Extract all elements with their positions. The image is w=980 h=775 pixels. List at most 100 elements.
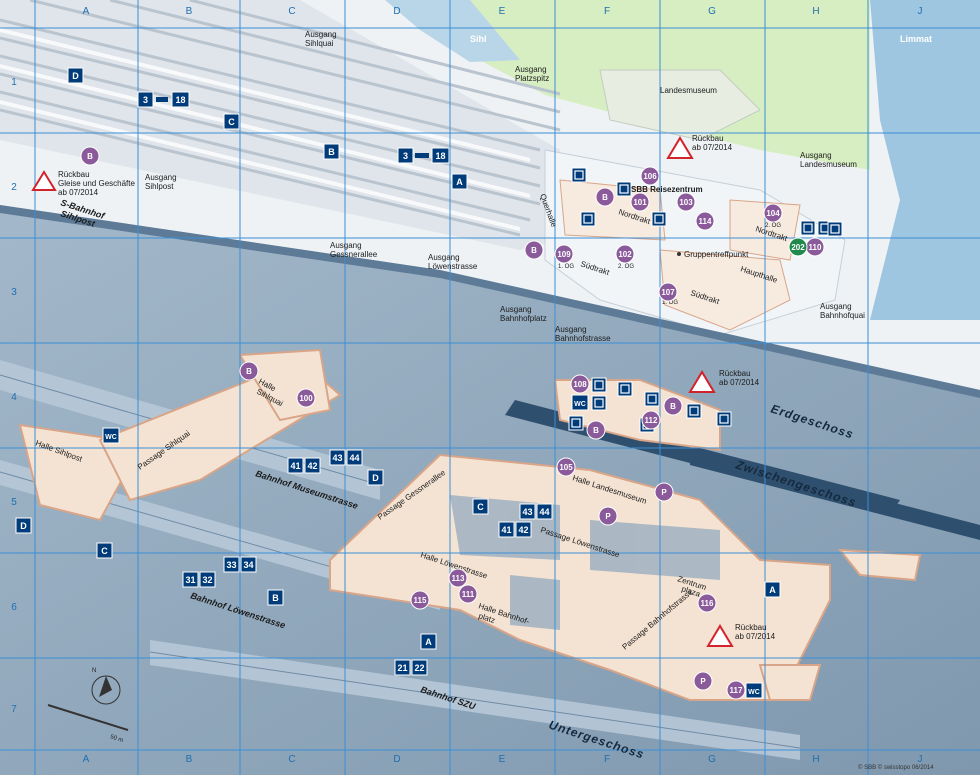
track-43-badge[interactable]: 43 bbox=[519, 503, 536, 520]
track-44-badge[interactable]: 44 bbox=[536, 503, 553, 520]
track-43-badge[interactable]: 43 bbox=[329, 449, 346, 466]
track-range-dash bbox=[156, 97, 168, 102]
poi-202[interactable]: 202 bbox=[788, 237, 808, 257]
svg-text:P: P bbox=[605, 512, 611, 521]
svg-text:113: 113 bbox=[452, 574, 465, 583]
poi-111[interactable]: 111 bbox=[458, 584, 478, 604]
poi-106[interactable]: 106 bbox=[640, 166, 660, 186]
svg-text:112: 112 bbox=[645, 416, 658, 425]
svg-text:Ausgang: Ausgang bbox=[555, 325, 587, 334]
track-33-badge[interactable]: 33 bbox=[223, 556, 240, 573]
poi-100[interactable]: 100 bbox=[296, 388, 316, 408]
poi-101[interactable]: 101 bbox=[630, 192, 650, 212]
sector-d-badge[interactable]: D bbox=[15, 517, 32, 534]
poi-113[interactable]: 113 bbox=[448, 568, 468, 588]
svg-text:42: 42 bbox=[518, 525, 528, 535]
shop-b-marker[interactable]: B bbox=[663, 396, 683, 416]
sector-a-badge[interactable]: A bbox=[764, 581, 781, 598]
wc-badge[interactable]: WC bbox=[745, 682, 763, 699]
wc-badge[interactable]: WC bbox=[102, 427, 120, 444]
poi-107[interactable]: 107 bbox=[658, 282, 678, 302]
level-separator-top bbox=[0, 205, 980, 398]
svg-text:Ausgang: Ausgang bbox=[145, 173, 177, 182]
sector-c-badge[interactable]: C bbox=[96, 542, 113, 559]
shop-b-marker[interactable]: B bbox=[239, 361, 259, 381]
svg-text:P: P bbox=[661, 488, 667, 497]
poi-115[interactable]: 115 bbox=[410, 590, 430, 610]
track-18-badge[interactable]: 18 bbox=[171, 91, 190, 108]
ticket-icon[interactable] bbox=[617, 381, 633, 397]
track-42-badge[interactable]: 42 bbox=[515, 521, 532, 538]
sector-a-badge[interactable]: A bbox=[451, 173, 468, 190]
luggage-icon[interactable] bbox=[716, 411, 732, 427]
poi-110[interactable]: 110 bbox=[805, 237, 825, 257]
track-21-badge[interactable]: 21 bbox=[394, 659, 411, 676]
svg-text:A: A bbox=[425, 637, 432, 647]
ticket-machine-icon[interactable] bbox=[616, 181, 632, 197]
svg-text:Ausgang: Ausgang bbox=[820, 302, 852, 311]
poi-114[interactable]: 114 bbox=[695, 211, 715, 231]
poi-109[interactable]: 109 bbox=[554, 244, 574, 264]
track-32-badge[interactable]: 32 bbox=[199, 571, 216, 588]
rail-service-icon[interactable] bbox=[591, 395, 607, 411]
poi-102[interactable]: 102 bbox=[615, 244, 635, 264]
svg-text:C: C bbox=[477, 502, 484, 512]
sector-d-badge[interactable]: D bbox=[67, 67, 84, 84]
svg-text:Löwenstrasse: Löwenstrasse bbox=[428, 262, 478, 271]
sector-b-badge[interactable]: B bbox=[267, 589, 284, 606]
poi-116[interactable]: 116 bbox=[697, 593, 717, 613]
poi-104[interactable]: 104 bbox=[763, 203, 783, 223]
svg-text:109: 109 bbox=[557, 250, 571, 259]
track-41-badge[interactable]: 41 bbox=[498, 521, 515, 538]
parking-p-marker[interactable]: P bbox=[598, 506, 618, 526]
lost-property-icon[interactable] bbox=[580, 211, 596, 227]
grid-column-label: A bbox=[83, 6, 90, 17]
suitcase-icon[interactable] bbox=[800, 220, 816, 236]
sihl-river bbox=[385, 0, 520, 62]
shop-b-marker[interactable]: B bbox=[586, 420, 606, 440]
shop-icon[interactable] bbox=[591, 377, 607, 393]
track-18-badge[interactable]: 18 bbox=[431, 147, 450, 164]
track-31-badge[interactable]: 31 bbox=[182, 571, 199, 588]
lounge-icon[interactable] bbox=[568, 415, 584, 431]
parking-p-marker[interactable]: P bbox=[654, 482, 674, 502]
svg-text:B: B bbox=[272, 593, 279, 603]
poi-112[interactable]: 112 bbox=[641, 410, 661, 430]
grid-row-label: 1 bbox=[11, 77, 17, 88]
poi-105[interactable]: 105 bbox=[556, 457, 576, 477]
track-3-badge[interactable]: 3 bbox=[397, 147, 414, 164]
svg-text:18: 18 bbox=[435, 151, 445, 161]
elevator-icon[interactable] bbox=[686, 403, 702, 419]
svg-text:Platzspitz: Platzspitz bbox=[515, 74, 549, 83]
shop-b-marker[interactable]: B bbox=[80, 146, 100, 166]
sector-c-badge[interactable]: C bbox=[223, 113, 240, 130]
poi-108[interactable]: 108 bbox=[570, 374, 590, 394]
wc-badge[interactable]: WC bbox=[571, 394, 589, 411]
sector-b-badge[interactable]: B bbox=[323, 143, 340, 160]
landesmuseum-building bbox=[599, 69, 761, 141]
parking-p-marker[interactable]: P bbox=[693, 671, 713, 691]
track-22-badge[interactable]: 22 bbox=[411, 659, 428, 676]
locker-icon[interactable] bbox=[827, 221, 843, 237]
grid-column-label: C bbox=[288, 754, 295, 765]
svg-text:WC: WC bbox=[574, 401, 586, 408]
track-44-badge[interactable]: 44 bbox=[346, 449, 363, 466]
luggage-icon[interactable] bbox=[651, 211, 667, 227]
svg-text:107: 107 bbox=[661, 288, 675, 297]
toilet-icon[interactable] bbox=[644, 391, 660, 407]
track-41-badge[interactable]: 41 bbox=[287, 457, 304, 474]
sector-c-badge[interactable]: C bbox=[472, 498, 489, 515]
shop-b-marker[interactable]: B bbox=[524, 240, 544, 260]
info-icon[interactable] bbox=[571, 167, 587, 183]
shop-b-marker[interactable]: B bbox=[595, 187, 615, 207]
poi-117[interactable]: 117 bbox=[726, 680, 746, 700]
svg-text:B: B bbox=[246, 367, 252, 376]
track-42-badge[interactable]: 42 bbox=[304, 457, 321, 474]
svg-text:102: 102 bbox=[618, 250, 632, 259]
track-34-badge[interactable]: 34 bbox=[240, 556, 257, 573]
sector-d-badge[interactable]: D bbox=[367, 469, 384, 486]
poi-103[interactable]: 103 bbox=[676, 192, 696, 212]
sector-a-badge[interactable]: A bbox=[420, 633, 437, 650]
label-gruppentreffpunkt: Gruppentreffpunkt bbox=[684, 250, 749, 259]
track-3-badge[interactable]: 3 bbox=[137, 91, 154, 108]
